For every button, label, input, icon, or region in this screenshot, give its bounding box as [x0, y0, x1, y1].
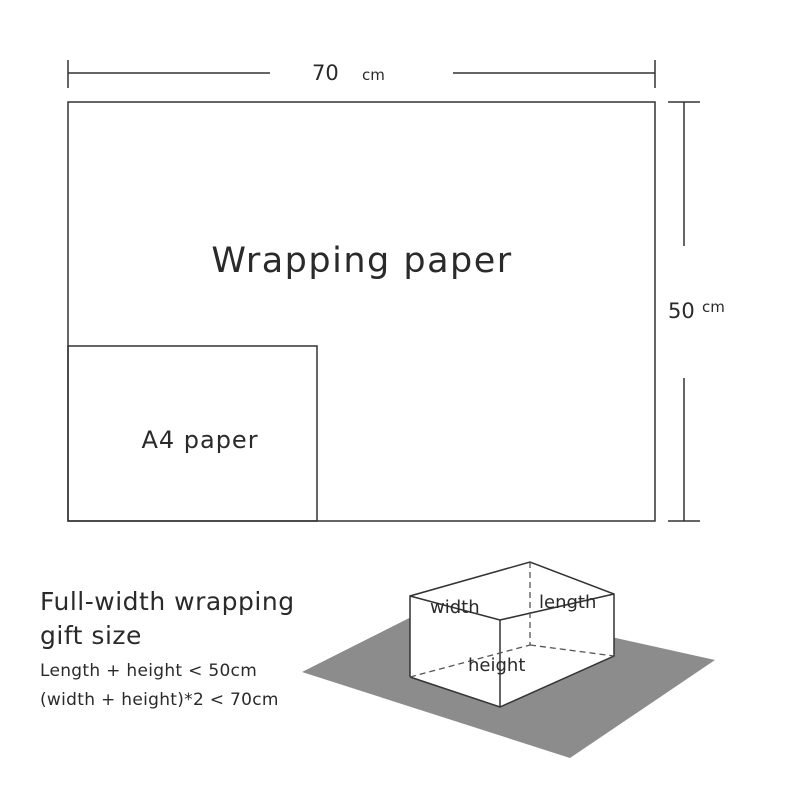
caption-title-line1: Full-width wrapping — [40, 587, 295, 616]
top-dimension: 70 cm — [67, 60, 656, 88]
top-dimension-unit: cm — [362, 66, 385, 84]
wrapping-paper-label: Wrapping paper — [211, 241, 512, 281]
box-height-label: height — [468, 655, 525, 676]
box-length-label: length — [539, 592, 596, 613]
caption-rule-length-height: Length + height < 50cm — [40, 661, 258, 681]
wrapping-paper-sheet — [67, 101, 656, 522]
gift-box-illustration: width length height — [302, 561, 715, 758]
side-dimension: 50 cm — [668, 101, 725, 522]
side-dimension-unit: cm — [702, 298, 725, 316]
a4-paper-label: A4 paper — [141, 426, 258, 454]
box-hidden-right-edge — [529, 644, 615, 657]
box-side-face — [500, 594, 614, 707]
gift-size-caption: Full-width wrapping gift size Length + h… — [40, 585, 295, 715]
box-width-label: width — [430, 597, 480, 618]
box-side-top-edge — [499, 593, 615, 621]
top-dimension-value: 70 — [312, 61, 339, 85]
box-front-face — [410, 596, 500, 707]
caption-title-line2: gift size — [40, 621, 142, 650]
a4-paper-sheet — [67, 345, 318, 522]
side-dimension-value: 50 — [668, 299, 695, 323]
box-front-top-edge — [409, 595, 501, 621]
box-hidden-left-edge — [409, 644, 531, 678]
caption-rule-width-height: (width + height)*2 < 70cm — [40, 690, 279, 710]
